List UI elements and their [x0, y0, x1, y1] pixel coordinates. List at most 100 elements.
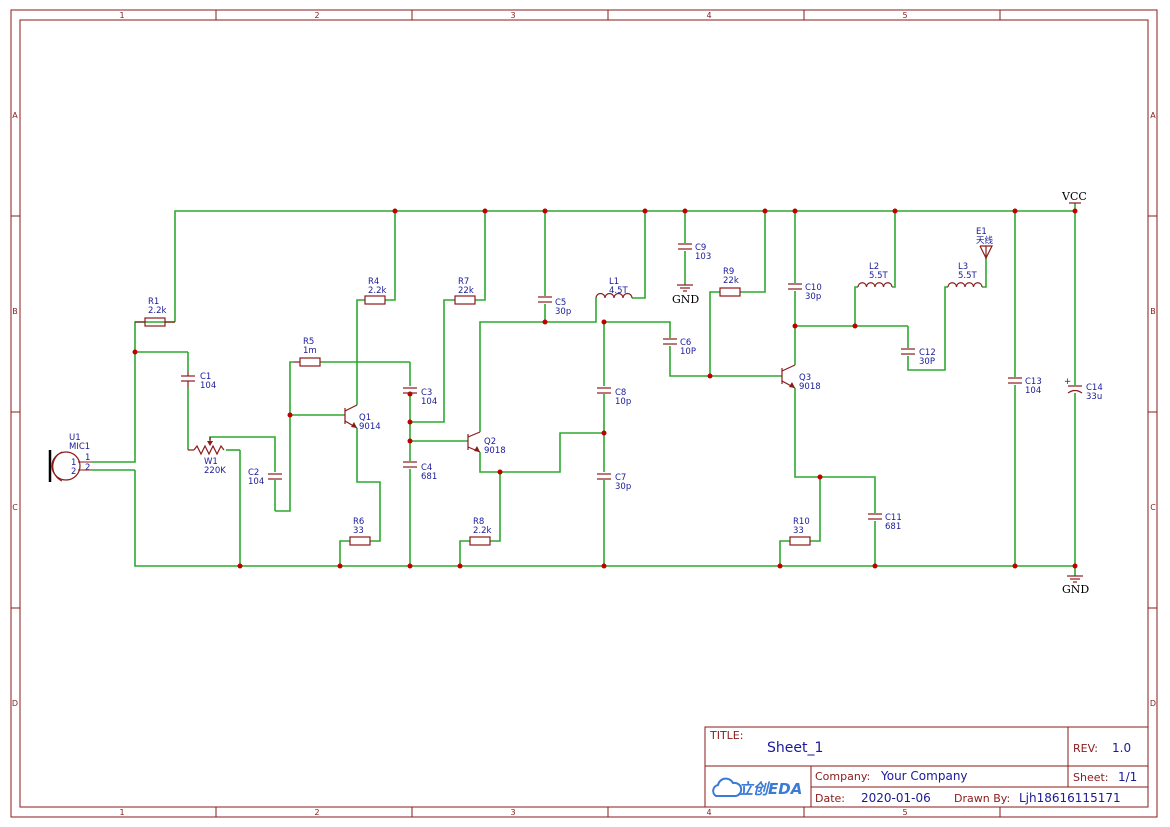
- capacitor-c2[interactable]: C2 104: [248, 468, 282, 487]
- capacitor-c6[interactable]: C6 10P: [663, 338, 696, 357]
- gnd-symbol-main: GND: [1062, 575, 1089, 596]
- col-label-bottom-4: 4: [706, 808, 711, 817]
- c11-value: 681: [885, 522, 901, 532]
- transistor-q1[interactable]: Q1 9014: [344, 404, 381, 432]
- c10-ref: C10: [805, 283, 822, 293]
- gnd-label-top: GND: [672, 293, 699, 306]
- junction-dot: [542, 319, 548, 325]
- capacitor-c14[interactable]: + C14 33u: [1064, 377, 1103, 402]
- junction-dot: [892, 208, 898, 214]
- r10-value: 33: [793, 526, 804, 536]
- junction-dot: [407, 419, 413, 425]
- junction-dot: [482, 208, 488, 214]
- c12-ref: C12: [919, 348, 936, 358]
- capacitor-c7[interactable]: C7 30p: [597, 473, 631, 492]
- c12-value: 30P: [919, 357, 935, 367]
- capacitor-c3[interactable]: C3 104: [403, 387, 437, 407]
- col-label-top-1: 1: [119, 11, 124, 20]
- junction-dot: [1012, 208, 1018, 214]
- c14-value: 33u: [1086, 392, 1102, 402]
- capacitor-c13[interactable]: C13 104: [1008, 377, 1042, 396]
- c9-ref: C9: [695, 243, 706, 253]
- col-label-bottom-3: 3: [510, 808, 515, 817]
- col-label-top-4: 4: [706, 11, 711, 20]
- capacitor-c11[interactable]: C11 681: [868, 513, 902, 532]
- row-label-left-c: C: [12, 503, 18, 512]
- resistor-r9[interactable]: R9 22k: [719, 267, 741, 297]
- antenna-e1[interactable]: E1 天线: [976, 227, 994, 260]
- potentiometer-w1[interactable]: W1 220K: [188, 437, 226, 476]
- c6-value: 10P: [680, 347, 696, 357]
- junction-dot: [287, 412, 293, 418]
- transistor-q2[interactable]: Q2 9018: [467, 431, 506, 456]
- c11-ref: C11: [885, 513, 902, 523]
- l3-value: 5.5T: [958, 271, 978, 281]
- capacitor-c5[interactable]: C5 30p: [538, 296, 571, 317]
- capacitor-c10[interactable]: C10 30p: [788, 283, 822, 302]
- capacitor-c9[interactable]: C9 103: [678, 243, 711, 262]
- q3-value: 9018: [799, 382, 821, 392]
- inductor-l2[interactable]: L2 5.5T: [857, 262, 893, 288]
- microphone-u1[interactable]: U1 MIC1 1 2 1 2: [48, 433, 92, 482]
- capacitor-c8[interactable]: C8 10p: [597, 387, 631, 407]
- c14-polarity: +: [1064, 377, 1071, 387]
- inductor-l1[interactable]: L1 4.5T: [595, 277, 633, 299]
- e1-value: 天线: [976, 235, 994, 246]
- l2-value: 5.5T: [869, 271, 889, 281]
- r5-value: 1m: [303, 346, 317, 356]
- row-label-right-d: D: [1150, 699, 1156, 708]
- w1-value: 220K: [204, 466, 226, 476]
- resistor-r10[interactable]: R10 33: [789, 517, 811, 546]
- c2-ref: C2: [248, 468, 259, 478]
- resistor-r6[interactable]: R6 33: [349, 517, 371, 546]
- junction-dot: [817, 474, 823, 480]
- r4-value: 2.2k: [368, 286, 387, 296]
- capacitor-c4[interactable]: C4 681: [403, 461, 437, 482]
- vcc-label: VCC: [1061, 190, 1087, 203]
- resistor-r5[interactable]: R5 1m: [294, 337, 321, 367]
- logo-text: 立创EDA: [738, 780, 802, 798]
- col-label-bottom-2: 2: [314, 808, 319, 817]
- c8-value: 10p: [615, 397, 631, 407]
- resistor-r4[interactable]: R4 2.2k: [364, 277, 387, 305]
- sheet-frame: 1 2 3 4 5 1 2 3 4 5 A B C D A B C D: [10, 9, 1158, 818]
- q3-ref: Q3: [799, 373, 811, 383]
- capacitor-c12[interactable]: C12 30P: [901, 348, 936, 367]
- q2-ref: Q2: [484, 437, 496, 447]
- resistor-r8[interactable]: R8 2.2k: [469, 517, 492, 546]
- junction-dot: [601, 563, 607, 569]
- q1-ref: Q1: [359, 413, 371, 423]
- c3-value: 104: [421, 397, 437, 407]
- r1-value: 2.2k: [148, 306, 167, 316]
- row-label-left-d: D: [12, 699, 18, 708]
- col-label-bottom-5: 5: [902, 808, 907, 817]
- resistor-r7[interactable]: R7 22k: [454, 277, 476, 305]
- col-label-top-2: 2: [314, 11, 319, 20]
- junction-dot: [132, 349, 138, 355]
- rev-label: REV:: [1073, 742, 1098, 755]
- drawn-by-value: Ljh18616115171: [1019, 791, 1121, 805]
- junction-dot: [457, 563, 463, 569]
- company-value: Your Company: [880, 769, 968, 783]
- row-label-left-a: A: [12, 111, 18, 120]
- capacitor-c1[interactable]: C1 104: [181, 372, 216, 391]
- r9-value: 22k: [723, 276, 739, 286]
- col-label-top-5: 5: [902, 11, 907, 20]
- sheet-title: Sheet_1: [767, 740, 823, 756]
- junction-dot: [707, 373, 713, 379]
- c5-value: 30p: [555, 307, 571, 317]
- transistor-q3[interactable]: Q3 9018: [781, 364, 821, 392]
- junction-dot: [407, 563, 413, 569]
- r8-value: 2.2k: [473, 526, 492, 536]
- junction-dot: [601, 430, 607, 436]
- q2-value: 9018: [484, 446, 506, 456]
- col-label-top-3: 3: [510, 11, 515, 20]
- c7-ref: C7: [615, 473, 626, 483]
- u1-ref: U1: [69, 433, 81, 443]
- sheet-value: 1/1: [1118, 770, 1137, 784]
- junction-dot: [777, 563, 783, 569]
- r8-ref: R8: [473, 517, 484, 527]
- resistor-r1[interactable]: R1 2.2k: [135, 297, 175, 327]
- inductor-l3[interactable]: L3 5.5T: [947, 262, 983, 288]
